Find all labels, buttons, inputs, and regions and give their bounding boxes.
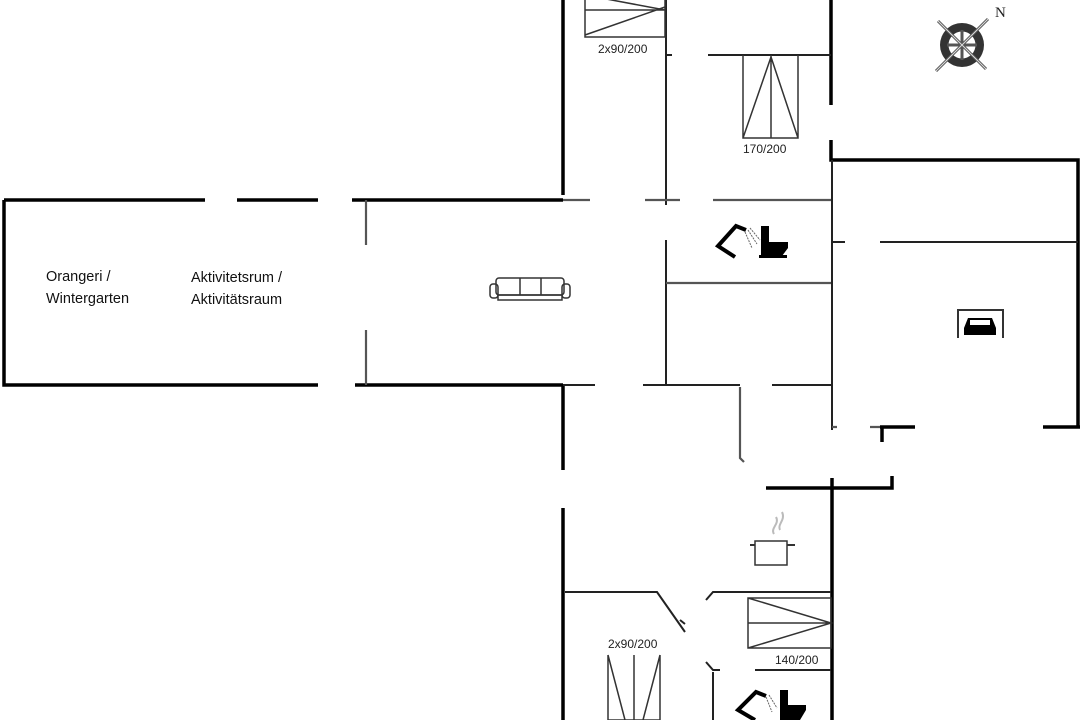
toilet-icon — [759, 226, 788, 258]
compass-north-label: N — [995, 5, 1006, 21]
toilet-icon — [780, 690, 806, 720]
room-label-orangery: Orangeri / Wintergarten — [46, 266, 129, 310]
bed-size-label: 2x90/200 — [598, 42, 648, 56]
car-icon — [957, 309, 1004, 338]
sofa-icon — [489, 277, 571, 301]
bed-size-label: 170/200 — [743, 142, 787, 156]
compass-icon — [934, 17, 990, 73]
bed-size-label: 140/200 — [775, 653, 819, 667]
bed-icon — [584, 0, 834, 720]
bed-size-label: 2x90/200 — [608, 637, 658, 651]
room-label-line: Wintergarten — [46, 291, 130, 307]
cooking-pot-icon — [750, 511, 795, 566]
shower-icon — [734, 689, 778, 720]
room-label-line: Aktivitätsraum — [191, 292, 283, 308]
shower-icon — [714, 223, 761, 259]
room-label-line: Orangeri / — [46, 269, 111, 285]
room-label-line: Aktivitetsrum / — [191, 270, 283, 286]
room-label-activity: Aktivitetsrum / Aktivitätsraum — [191, 267, 282, 311]
